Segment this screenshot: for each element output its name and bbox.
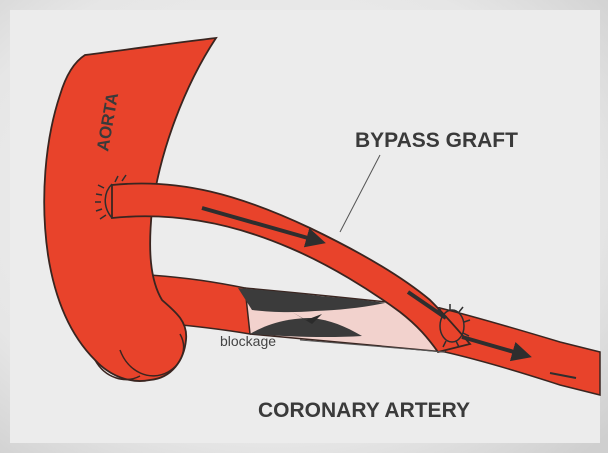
bypass-graft-label: BYPASS GRAFT — [355, 129, 518, 152]
coronary-artery-label: CORONARY ARTERY — [258, 399, 470, 422]
blockage-label: blockage — [220, 333, 276, 349]
